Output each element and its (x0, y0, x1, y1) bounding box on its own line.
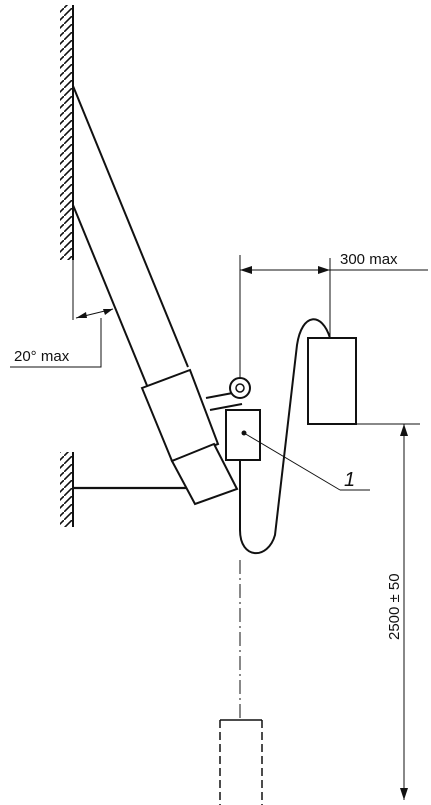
weight-block (307, 337, 357, 425)
horizontal-dimension (240, 258, 428, 338)
callout-leader (243, 432, 341, 491)
angle-limit-label: 20° max (14, 348, 70, 365)
pivot-connector (205, 377, 251, 411)
height-dimension (356, 423, 420, 800)
dashed-lower-body (219, 719, 263, 805)
callout-number: 1 (344, 469, 355, 491)
cable-loop (239, 318, 331, 555)
lamp-housing (140, 368, 239, 506)
lower-wall (60, 452, 74, 527)
upper-wall (60, 5, 74, 260)
height-label: 2500 ± 50 (386, 573, 403, 640)
angle-dimension (10, 258, 114, 368)
tilted-beam (72, 85, 189, 389)
horizontal-offset-label: 300 max (340, 251, 398, 268)
